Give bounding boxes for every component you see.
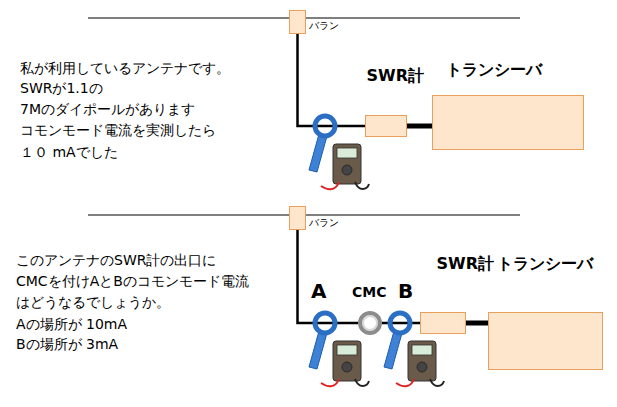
transceiver-box: トランシーバ xyxy=(488,312,603,370)
node-label: トランシーバ xyxy=(497,254,593,273)
note-text: CMCを付けAとBのコモンモード電流 xyxy=(16,273,249,290)
feed-line xyxy=(298,230,359,323)
note-text: 7Mのダイポールがあります xyxy=(20,101,195,118)
feed-line xyxy=(407,124,432,129)
feed-line xyxy=(466,321,488,326)
point-label: B xyxy=(398,279,413,303)
note-text: SWRが1.1の xyxy=(20,80,103,97)
note-text: このアンテナのSWR計の出口に xyxy=(16,252,216,269)
note-text: コモンモード電流を実測したら xyxy=(20,122,216,139)
note-text: はどうなるでしょうか。 xyxy=(16,294,170,311)
node-label: CMC xyxy=(352,284,386,301)
node-label: SWR計 xyxy=(367,66,425,85)
node-label: バラン xyxy=(309,20,339,32)
swr-meter-box: SWR計 xyxy=(365,115,407,137)
note-text: Bの場所が 3mA xyxy=(16,336,118,353)
node-label: トランシーバ xyxy=(446,60,542,79)
balun-box: バラン xyxy=(289,206,306,230)
feed-line xyxy=(298,34,366,126)
clamp-meter xyxy=(309,116,369,189)
node-label: バラン xyxy=(309,217,339,229)
cmc-core: CMC xyxy=(358,311,382,335)
balun-box: バラン xyxy=(289,10,306,34)
note-text: Aの場所が 10mA xyxy=(16,316,127,333)
swr-meter-box: SWR計 xyxy=(420,312,466,334)
note-text: １０ mAでした xyxy=(20,144,118,161)
point-label: A xyxy=(311,279,326,303)
node-label: SWR計 xyxy=(437,254,495,273)
transceiver-box: トランシーバ xyxy=(432,95,584,150)
note-text: 私が利用しているアンテナです。 xyxy=(20,60,230,77)
